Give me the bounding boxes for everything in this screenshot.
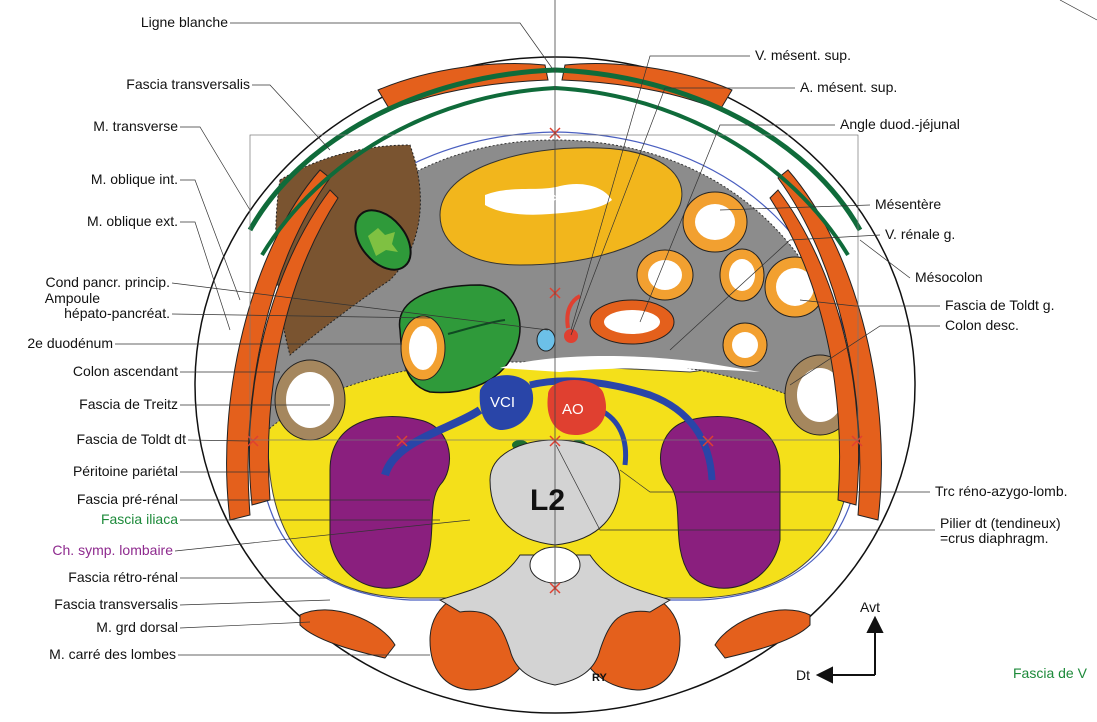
label-a-mesent: A. mésent. sup. [800, 80, 897, 95]
label-ao: AO [562, 401, 584, 418]
label-m-oblique-int: M. oblique int. [40, 172, 178, 187]
label-m-grd-dorsal: M. grd dorsal [0, 620, 178, 635]
label-pilier-2: =crus diaphragm. [940, 531, 1049, 546]
label-m-oblique-ext: M. oblique ext. [40, 214, 178, 229]
label-pilier-1: Pilier dt (tendineux) [940, 516, 1061, 531]
label-fascia-de-v: Fascia de V [1013, 666, 1087, 681]
orientation-arrows [818, 618, 882, 682]
label-angle-duod: Angle duod.-jéjunal [840, 117, 960, 132]
label-hepato-pancreat: hépato-pancréat. [0, 306, 170, 321]
label-dt: Dt [796, 668, 810, 683]
label-cond-pancr: Cond pancr. princip. [0, 275, 170, 290]
label-peritoine: Péritoine pariétal [0, 464, 178, 479]
label-mesocolon: Mésocolon [915, 270, 983, 285]
label-fascia-treitz: Fascia de Treitz [0, 397, 178, 412]
label-fascia-transversalis-bottom: Fascia transversalis [0, 597, 178, 612]
label-l2: L2 [530, 484, 565, 518]
label-ry: RY [592, 672, 607, 684]
label-v-mesent: V. mésent. sup. [755, 48, 851, 63]
label-mesentere: Mésentère [875, 197, 941, 212]
label-fascia-toldt-g: Fascia de Toldt g. [945, 298, 1054, 313]
mesenteric-vein [537, 329, 555, 351]
label-v-renale: V. rénale g. [885, 227, 955, 242]
label-fascia-iliaca: Fascia iliaca [0, 512, 178, 527]
label-m-carre: M. carré des lombes [0, 647, 176, 662]
label-vci: VCI [490, 394, 515, 411]
label-trc-reno: Trc réno-azygo-lomb. [935, 484, 1068, 499]
label-fascia-transversalis-top: Fascia transversalis [50, 77, 250, 92]
label-fascia-retro-renal: Fascia rétro-rénal [0, 570, 178, 585]
label-colon-desc: Colon desc. [945, 318, 1019, 333]
label-ampoule: Ampoule [0, 291, 100, 306]
label-ligne-blanche: Ligne blanche [60, 15, 228, 30]
label-m-transverse: M. transverse [40, 119, 178, 134]
label-estomac: Estomac (antre) [506, 190, 597, 204]
label-colon-ascendant: Colon ascendant [0, 364, 178, 379]
label-duodenum: 2e duodénum [0, 336, 113, 351]
label-fascia-toldt-dt: Fascia de Toldt dt [0, 432, 186, 447]
label-ch-symp: Ch. symp. lombaire [0, 543, 173, 558]
label-avt: Avt [860, 600, 880, 615]
label-fascia-pre-renal: Fascia pré-rénal [0, 492, 178, 507]
